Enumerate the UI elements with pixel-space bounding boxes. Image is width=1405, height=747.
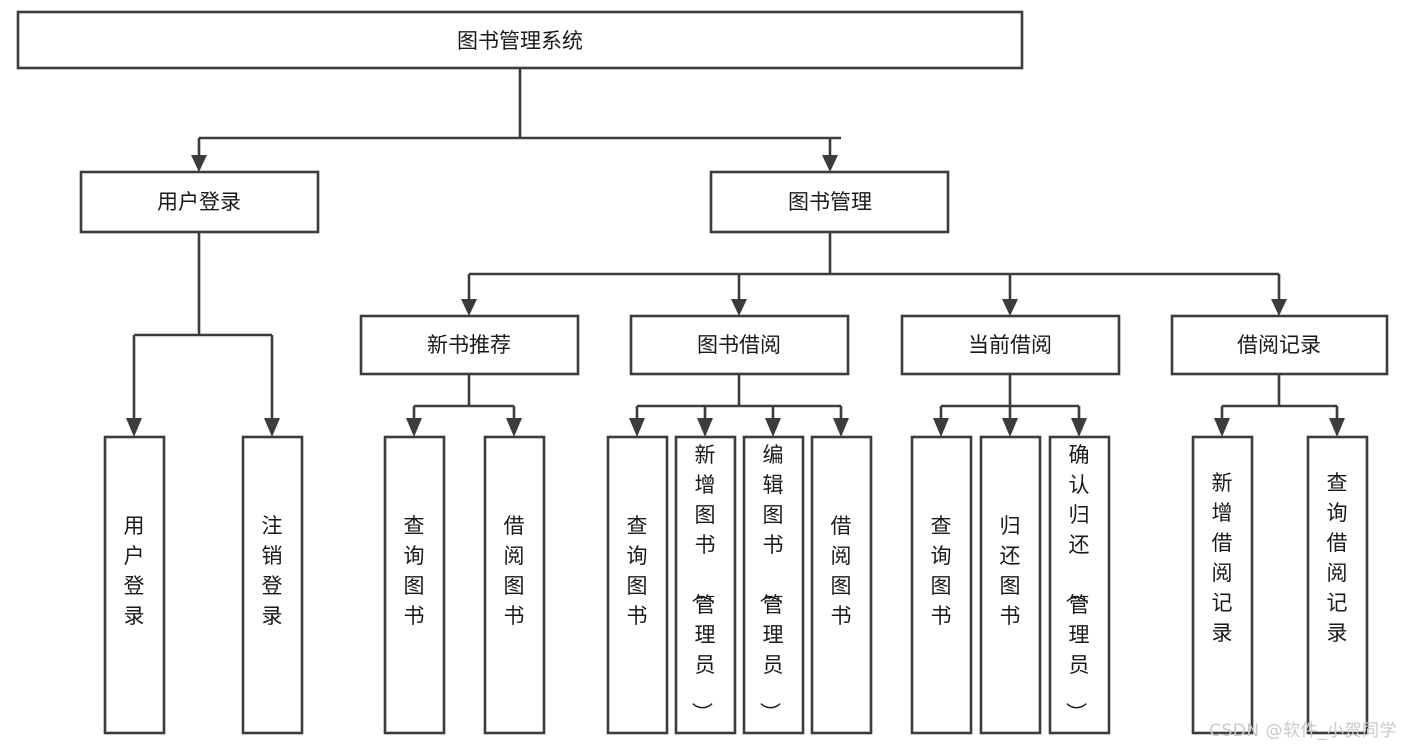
leaf-node[interactable]: 查询图书: [383, 435, 446, 735]
connector-group-book-manage-to-level3: [461, 232, 1287, 316]
node-new-book-recommend-box: [359, 314, 580, 376]
arrow-head-br-leaf-1: [1214, 418, 1230, 437]
leaf-node[interactable]: 新增图书（管理员）: [674, 435, 737, 735]
csdn-watermark: CSDN @软件_小贺同学: [1209, 721, 1397, 741]
arrow-head-bb-leaf-1: [629, 418, 645, 437]
arrow-head-borrow-record: [1271, 299, 1287, 316]
arrow-head-nb-leaf-2: [506, 418, 522, 437]
leaf-box-br-query-record: [1306, 435, 1369, 735]
leaf-node[interactable]: 归还图书: [979, 435, 1042, 735]
leaf-label-bb-add-book: 新增图书（管理员）: [690, 443, 716, 723]
arrow-head-new-book: [461, 299, 477, 316]
node-borrow-record-box: [1170, 314, 1389, 376]
connector-group-borrow-record-to-leaves: [1214, 374, 1345, 437]
node-book-management-box: [709, 170, 950, 234]
node-book-borrow-box: [629, 314, 850, 376]
leaf-node[interactable]: 新增借阅记录: [1191, 435, 1254, 735]
arrow-head-leaf-logout: [264, 418, 280, 437]
leaf-node[interactable]: 用户登录: [103, 435, 166, 735]
node-root-label: 图书管理系统: [457, 29, 583, 53]
leaf-box-bb-borrow-book: [810, 435, 873, 735]
arrow-head-bb-leaf-4: [833, 418, 849, 437]
node-book-management[interactable]: 图书管理: [709, 170, 950, 234]
leaf-label-nb-query-book: 查询图书: [404, 514, 425, 628]
arrow-head-cb-leaf-1: [933, 418, 949, 437]
node-user-login[interactable]: 用户登录: [79, 170, 320, 234]
leaf-label-cb-confirm-return: 确认归还（管理员）: [1064, 443, 1090, 723]
leaf-box-bb-query-book: [606, 435, 669, 735]
leaf-label-cb-return-book: 归还图书: [1000, 514, 1021, 628]
leaf-node[interactable]: 借阅图书: [483, 435, 546, 735]
node-root-box: [16, 10, 1024, 70]
leaf-label-user-login: 用户登录: [124, 514, 145, 628]
leaf-node[interactable]: 注销登录: [241, 435, 304, 735]
leaf-box-bb-add-book: [674, 435, 737, 735]
arrow-head-bb-leaf-2: [697, 418, 713, 437]
node-user-login-box: [79, 170, 320, 234]
connector-group-current-borrow-to-leaves: [933, 374, 1087, 437]
leaf-node[interactable]: 查询图书: [606, 435, 669, 735]
leaf-label-bb-edit-book: 编辑图书（管理员）: [758, 443, 784, 723]
leaf-box-logout: [241, 435, 304, 735]
arrow-head-book-manage: [822, 155, 838, 172]
node-borrow-record-label: 借阅记录: [1237, 333, 1321, 357]
node-new-book-recommend-label: 新书推荐: [427, 333, 511, 357]
connector-group-root-to-level2: [191, 68, 841, 172]
arrow-head-br-leaf-2: [1329, 418, 1345, 437]
node-new-book-recommend[interactable]: 新书推荐: [359, 314, 580, 376]
leaf-node[interactable]: 确认归还（管理员）: [1048, 435, 1111, 735]
leaf-box-nb-borrow-book: [483, 435, 546, 735]
arrow-head-book-borrow: [731, 299, 747, 316]
node-borrow-record[interactable]: 借阅记录: [1170, 314, 1389, 376]
arrow-head-current-borrow: [1002, 299, 1018, 316]
node-root-book-management-system[interactable]: 图书管理系统: [16, 10, 1024, 70]
leaf-label-bb-query-book: 查询图书: [627, 514, 648, 628]
connector-group-user-login-to-leaves: [126, 232, 280, 437]
node-book-borrow[interactable]: 图书借阅: [629, 314, 850, 376]
arrow-head-nb-leaf-1: [406, 418, 422, 437]
connector-group-new-book-to-leaves: [406, 374, 522, 437]
node-current-borrow-label: 当前借阅: [968, 333, 1052, 357]
node-user-login-label: 用户登录: [157, 190, 241, 214]
leaf-box-nb-query-book: [383, 435, 446, 735]
leaf-box-bb-edit-book: [742, 435, 805, 735]
leaf-label-br-add-record: 新增借阅记录: [1212, 471, 1233, 645]
arrow-head-user-login: [191, 155, 207, 172]
leaf-label-nb-borrow-book: 借阅图书: [504, 514, 525, 628]
arrow-head-bb-leaf-3: [765, 418, 781, 437]
leaf-label-bb-borrow-book: 借阅图书: [831, 514, 852, 628]
leaf-box-cb-confirm-return: [1048, 435, 1111, 735]
leaf-node[interactable]: 编辑图书（管理员）: [742, 435, 805, 735]
leaf-label-cb-query-book: 查询图书: [931, 514, 952, 628]
leaf-box-user-login: [103, 435, 166, 735]
leaf-label-logout: 注销登录: [262, 514, 283, 628]
leaf-box-cb-return-book: [979, 435, 1042, 735]
node-book-management-label: 图书管理: [788, 190, 872, 214]
arrow-head-cb-leaf-3: [1071, 418, 1087, 437]
arrow-head-cb-leaf-2: [1002, 418, 1018, 437]
node-book-borrow-label: 图书借阅: [697, 333, 781, 357]
leaf-node[interactable]: 借阅图书: [810, 435, 873, 735]
leaf-box-cb-query-book: [910, 435, 973, 735]
arrow-head-leaf-user-login: [126, 418, 142, 437]
leaf-node[interactable]: 查询借阅记录: [1306, 435, 1369, 735]
connector-group-book-borrow-to-leaves: [629, 374, 849, 437]
leaf-node[interactable]: 查询图书: [910, 435, 973, 735]
leaf-label-br-query-record: 查询借阅记录: [1327, 471, 1348, 645]
node-current-borrow-box: [900, 314, 1121, 376]
node-current-borrow[interactable]: 当前借阅: [900, 314, 1121, 376]
leaf-box-br-add-record: [1191, 435, 1254, 735]
